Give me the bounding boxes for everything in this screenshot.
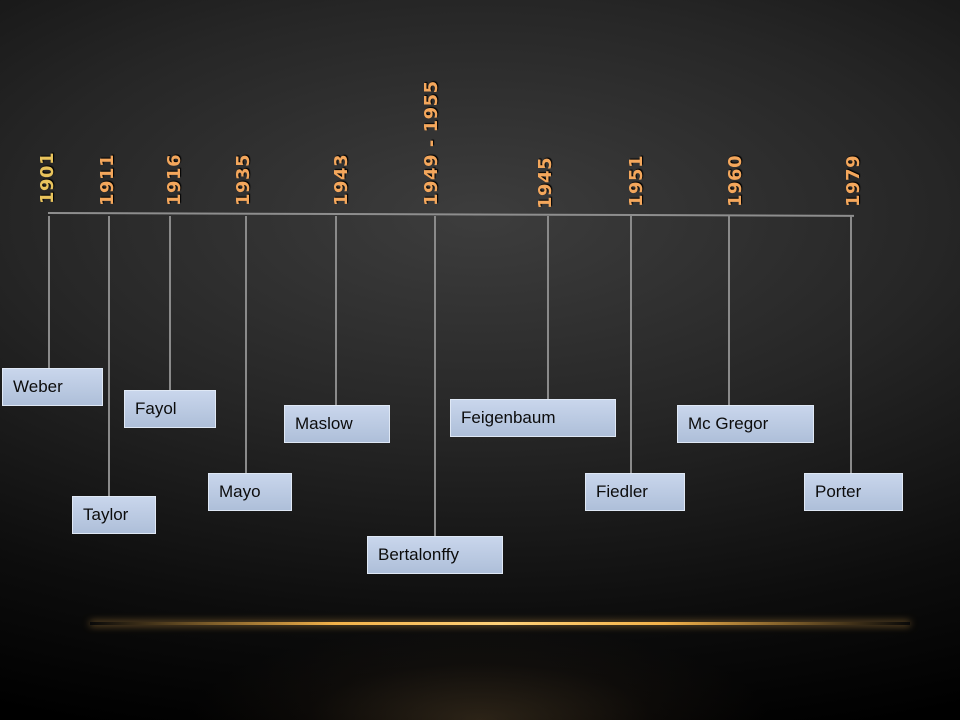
- connector-mcgregor: [728, 216, 730, 405]
- connector-porter: [850, 216, 852, 473]
- year-label: 1916: [164, 153, 185, 206]
- event-box-weber: Weber: [2, 368, 103, 406]
- year-label: 1949 - 1955: [421, 80, 442, 206]
- event-box-mcgregor: Mc Gregor: [677, 405, 814, 443]
- connector-weber: [48, 216, 50, 368]
- year-label: 1960: [725, 154, 746, 207]
- connector-fiedler: [630, 216, 632, 473]
- year-label: 1945: [535, 156, 556, 209]
- year-label: 1901: [37, 151, 58, 204]
- event-box-bertalonffy: Bertalonffy: [367, 536, 503, 574]
- glow-floor-line: [90, 622, 910, 625]
- year-label: 1911: [97, 153, 118, 206]
- connector-mayo: [245, 216, 247, 473]
- connector-maslow: [335, 216, 337, 405]
- year-label: 1935: [233, 153, 254, 206]
- year-label: 1951: [626, 154, 647, 207]
- connector-taylor: [108, 216, 110, 496]
- event-box-porter: Porter: [804, 473, 903, 511]
- connector-feigenbaum: [547, 216, 549, 399]
- connector-fayol: [169, 216, 171, 390]
- event-box-fiedler: Fiedler: [585, 473, 685, 511]
- connector-bertalonffy: [434, 216, 436, 536]
- year-label: 1979: [843, 154, 864, 207]
- event-box-fayol: Fayol: [124, 390, 216, 428]
- event-box-mayo: Mayo: [208, 473, 292, 511]
- event-box-feigenbaum: Feigenbaum: [450, 399, 616, 437]
- event-box-taylor: Taylor: [72, 496, 156, 534]
- year-label: 1943: [331, 153, 352, 206]
- event-box-maslow: Maslow: [284, 405, 390, 443]
